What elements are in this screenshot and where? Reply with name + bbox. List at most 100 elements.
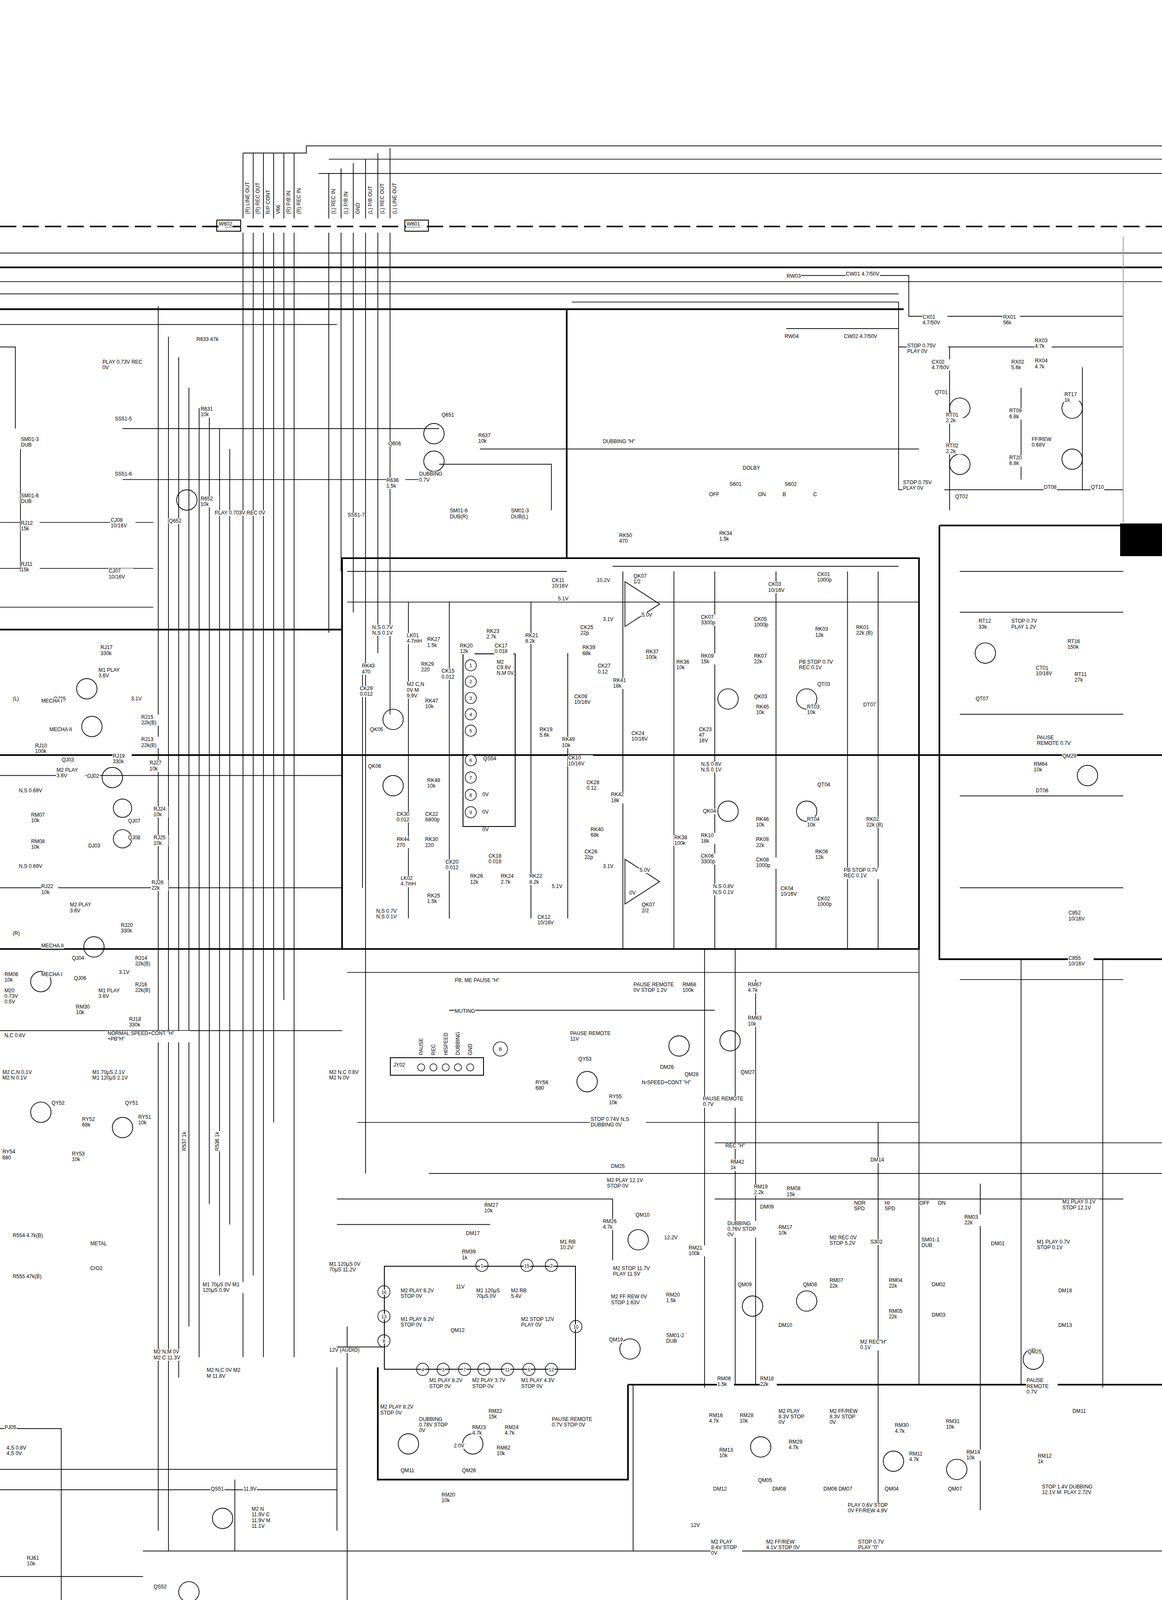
component-label: RM17 10k [778,1225,796,1237]
component-label: M2 C,N 0V M 9.9V [406,681,431,699]
component-label: DJ03 [87,843,101,850]
pin-name: (L) LINE OUT [392,182,398,215]
component-label: S602 [784,481,797,488]
component-label: ON [757,492,767,498]
component-label: RY51 10k [137,1114,153,1127]
component-label: RK22 8.2k [528,873,546,885]
component-label: CW02 4.7/50V [843,333,878,340]
component-label: MECHA I [41,972,63,978]
component-label: CX02 4.7/50V [931,359,957,371]
component-label: RM20 1.5k [665,1292,683,1304]
part-name: W601 [406,221,421,228]
component-label: R554 4.7k(B) [12,1233,44,1239]
component-label: Q651 [441,412,455,419]
component-label: PAUSE REMOTE 0.7V STOP 0V [551,1417,594,1429]
component-label: RJ19 330k [112,753,132,765]
component-label: M2 STOP 11.7V PLAY 11.5V [612,1266,655,1278]
pin-number: 6 [527,1367,531,1373]
component-label: RK39 68k [581,645,599,657]
component-label: 2.0V [453,1443,465,1450]
component-label: M2 C,N 0.1V M2 N 0.1V [2,1070,36,1082]
pin-name: (L) P/B IN [343,191,349,215]
component-label: 3.1V [118,970,130,976]
component-label: RM67 4.7k [747,982,767,994]
component-label: C855 10/16V [1067,955,1094,968]
component-label: RK01 22k (B) [855,625,877,637]
component-label: 5.1V [551,884,564,890]
component-label: RK45 10k [755,704,773,716]
component-label: M2 C9.6V N,M 0V [496,659,515,677]
pin-number: 4 [468,712,473,718]
component-label: DM26 [659,1064,675,1071]
component-label: RK49 10k [561,737,579,749]
component-label: RK10 18k [700,833,718,845]
component-label: C852 10/16V [1067,910,1094,922]
component-label: RM21 100k [688,1245,706,1257]
component-label: RY54 680 [2,1149,20,1161]
component-label: 3.1V [602,616,614,623]
component-label: RM20 10k [441,1492,459,1505]
component-label: RX04 4.7k [1034,358,1052,370]
component-label: PLAY 0.73V REC 0V [102,359,146,371]
pin-name: GND [355,202,361,215]
component-label: RY53 10k [71,1151,89,1163]
pin-number: 8 [468,793,473,799]
component-label: 3.1V [602,864,614,870]
component-label: CK17 0.018 [494,643,514,655]
component-label: RM06 10k [4,972,22,984]
component-label: N,S 0.8V N,S 0.1V [700,761,726,773]
part-name: JY02 [392,1062,406,1069]
component-label: CK26 22p [583,849,602,861]
component-label: NOR SPD [853,1200,869,1213]
component-label: RT02 2.2k [945,443,963,455]
component-label: 4,S 0.8V 4,S 0V [5,1445,32,1457]
component-label: RX03 4.7k [1034,338,1052,350]
pin-number: 7 [468,775,473,781]
component-label: RK09 15k [700,653,718,665]
component-label: CK12 10/16V [536,914,563,927]
component-label: RY55 10k [608,1094,626,1106]
component-label: M2 RB 5.4V [510,1288,536,1300]
component-label: R636 1.5k [386,477,406,490]
component-label: QY53 [578,1056,593,1063]
pin-name: GND [467,1043,474,1056]
component-label: N,C 0.8V [4,1033,27,1039]
pin-name: (L) P/B OUT [367,185,374,215]
component-label: RJ24 10k [153,806,169,818]
component-label: QJ06 [73,976,87,982]
component-label: RK30 220 [424,837,443,849]
component-label: M1 PLAY 8.2V STOP 0V [400,1317,438,1329]
component-label: 11V [455,1284,465,1291]
component-label: RK26 12k [469,873,485,885]
component-label: RT20 6.8k [1008,455,1027,467]
component-label: PAUSE REMOTE 11V [569,1031,618,1043]
component-label: RK43 470 [361,663,379,675]
component-label: QK06 [367,763,382,770]
pin-name: DUBBING [455,1031,461,1056]
component-label: CrO2 [89,1266,104,1272]
component-label: RJ15 22k(B) [141,714,163,726]
component-label: RJ11 15k [20,561,40,573]
component-label: RM42 1k [730,1159,748,1171]
component-label: RK47 10k [424,698,443,710]
component-label: DM09 [759,1204,775,1211]
component-label: R637 10k [477,433,498,445]
component-label: STOP 1.4V DUBBING 12.1V M: PLAY 2.72V [1041,1484,1096,1496]
component-label: M2 PLAY 3.6V [56,767,86,779]
component-label: N,S 0.69V [18,864,48,870]
transistor-symbol [30,398,1098,1600]
component-label: PJ05 [4,1425,17,1431]
component-label: RK24 2.7k [500,873,518,885]
component-label: DM02 [931,1282,946,1289]
component-label: RM30 4.7k [894,1423,912,1435]
pin-name: (R) REC IN [296,187,302,215]
component-label: QT01 [934,389,948,396]
component-label: M2 REC 0V STOP 5.2V [828,1235,859,1247]
component-label: QM07 [947,1486,963,1493]
component-label: CW01 4.7/50V [845,271,880,278]
component-label: OFF [708,492,720,498]
component-label: RM24 4.7k [504,1425,522,1437]
component-label: QM04 [884,1486,900,1493]
pin-name: HISPEED [443,1032,449,1056]
component-label: RM26 4.7k [602,1219,620,1231]
